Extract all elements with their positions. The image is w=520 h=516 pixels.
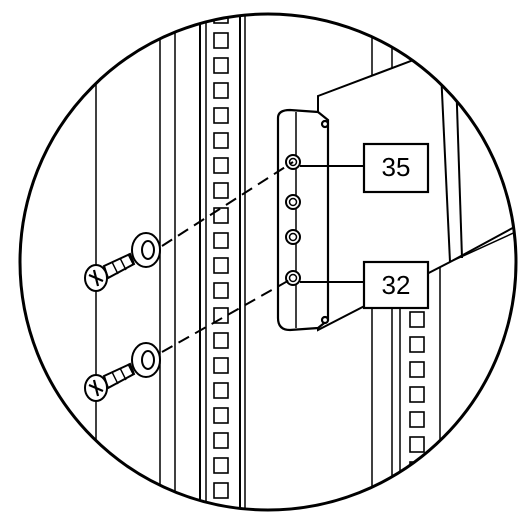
rail-square-hole xyxy=(213,332,229,349)
rail-square-hole xyxy=(213,32,229,49)
rail-square-hole xyxy=(213,157,229,174)
rail-square-hole xyxy=(213,507,229,510)
callout-label-32: 32 xyxy=(382,270,411,300)
right-rail-square-holes xyxy=(409,311,425,516)
rail-square-hole xyxy=(213,382,229,399)
rail-square-hole xyxy=(213,257,229,274)
rail-square-hole xyxy=(213,207,229,224)
callout-35: 35 xyxy=(362,142,430,194)
ear-holes xyxy=(285,154,301,286)
rail-square-hole xyxy=(409,361,425,378)
rail-square-hole xyxy=(409,336,425,353)
upper-screw xyxy=(84,252,136,292)
rail-square-hole xyxy=(213,457,229,474)
rail-square-hole xyxy=(409,486,425,503)
ear-hole-middle-2 xyxy=(285,229,301,245)
callout-leaders xyxy=(300,165,364,283)
washer-icon xyxy=(131,232,161,378)
rail-square-hole xyxy=(213,307,229,324)
rail-square-hole xyxy=(213,107,229,124)
ear-hole-32 xyxy=(285,270,301,286)
rail-square-hole xyxy=(409,436,425,453)
rail-square-hole xyxy=(213,82,229,99)
callout-32: 32 xyxy=(362,260,430,310)
lower-screw xyxy=(84,362,136,402)
mounting-ear-icon xyxy=(276,108,330,332)
screw-icon xyxy=(84,252,136,402)
rail-square-hole xyxy=(213,357,229,374)
rail-square-hole xyxy=(213,432,229,449)
magnifier-circle xyxy=(18,12,518,512)
rail-square-hole xyxy=(213,182,229,199)
rail-square-hole xyxy=(213,57,229,74)
rail-square-hole xyxy=(409,311,425,328)
rail-square-hole xyxy=(213,407,229,424)
rack-rail-icon xyxy=(199,14,241,510)
rail-square-holes xyxy=(213,14,229,510)
rail-square-hole xyxy=(213,232,229,249)
rail-square-hole xyxy=(213,482,229,499)
rail-square-hole xyxy=(409,411,425,428)
rail-square-hole xyxy=(410,512,424,516)
rail-square-hole xyxy=(213,282,229,299)
callout-label-35: 35 xyxy=(382,152,411,182)
magnified-view: 35 32 xyxy=(84,14,516,516)
alignment-dashed-lines xyxy=(161,161,294,353)
rail-square-hole xyxy=(409,386,425,403)
ear-hole-middle-1 xyxy=(285,194,301,210)
rail-square-hole xyxy=(213,132,229,149)
